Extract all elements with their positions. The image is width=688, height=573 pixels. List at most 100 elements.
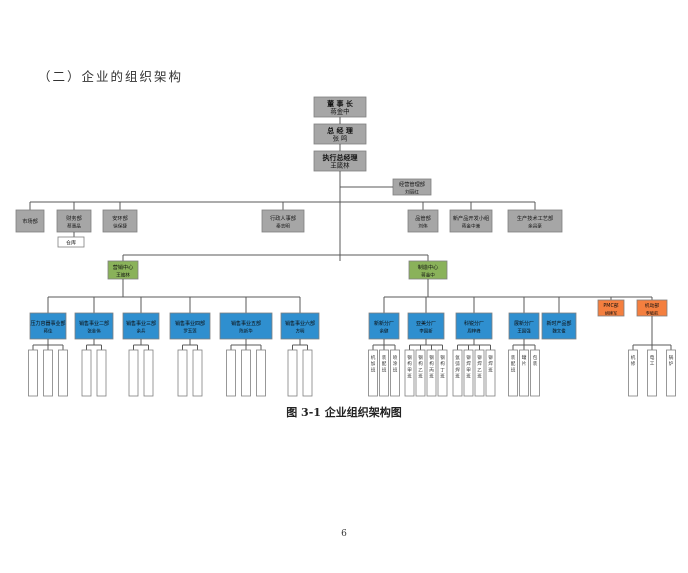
mgmt-dept-node-person: 刘丽红 [405,189,419,196]
team-label-6-1-char: 配 [382,361,387,367]
sales-unit-node-3-person: 罗玉莲 [183,328,197,335]
team-label-9-2-char: 装 [533,360,538,367]
team-label-8-1-char: 焊 [466,360,471,367]
team-label-6-2-char: 喷 [393,354,398,361]
team-box-3-1 [192,349,203,397]
team-box-4-1 [241,349,251,397]
mech-node-title: 机动部 [645,302,660,309]
team-label-6-2-char: 涂 [393,360,398,367]
team-box-9-2 [530,349,540,397]
team-label-9-1-char: 罐 [522,354,527,361]
team-box-8-3 [485,349,496,397]
team-box-7-2 [426,349,437,397]
team-box-3-0 [177,349,188,397]
dept-node-2-title: 安环部 [112,214,128,222]
sales-unit-node-0-box [29,312,67,340]
mfg-center-node-person: 蒋金中 [421,272,435,279]
sales-unit-node-3-box [169,312,211,340]
pmc-node-title: PMC部 [603,302,618,309]
team-box-8-2 [474,349,485,397]
team-label-7-2-char: 钢 [429,354,434,361]
dept-node-6-box [507,209,563,233]
team-box-2-0 [128,349,139,397]
gm-node-title: 总 经 理 [327,126,353,135]
team-box-9-0 [508,349,518,397]
sales-unit-node-5-title: 销售事业六部 [285,320,315,327]
team-label-6-2-char: 班 [393,366,398,373]
team-label-7-0-char: 甲 [407,367,412,373]
team-label-9-0-char: 装 [511,354,516,361]
team-label-8-0-char: 班 [455,373,460,380]
dept-node-5-title: 新产品开发小组 [453,214,489,222]
mfg-unit-node-3-title: 展新分厂 [514,320,534,327]
team-label-7-0-char: 钢 [407,354,412,361]
team-box-9-1 [519,349,529,397]
team-box-8-0 [452,349,463,397]
sales-unit-node-0-person: 蒋佳 [44,328,53,335]
pmc-node-box [597,299,625,317]
team-label-8-2-char: 铆 [477,354,482,361]
team-box-5-1 [302,349,313,397]
team-box-6-0 [368,349,378,397]
team-box-12-1 [647,349,657,397]
team-box-12-2 [666,349,676,397]
mfg-unit-node-1-person: 李国新 [419,328,433,335]
section-heading: （二）企业的组织架构 [38,69,184,84]
page-number: 6 [341,529,347,539]
gm-node: 总 经 理张 鸣 [313,123,367,145]
team-label-6-1-char: 装 [382,354,387,361]
sales-unit-node-2-title: 销售事业三部 [126,320,156,327]
team-label-8-3-char: 班 [488,366,493,373]
team-box-5-0 [287,349,298,397]
sales-unit-node-0-title: 压力容器事业部 [30,320,65,327]
mfg-unit-node-2-title: 科锐分厂 [464,320,484,327]
dept-node-1-person: 蔡惠晶 [67,223,81,230]
sales-unit-node-4-title: 销售事业五部 [231,320,261,327]
team-box-7-0 [404,349,415,397]
figure-caption: 图 3-1 企业组织架构图 [286,406,402,419]
team-box-4-0 [226,349,236,397]
dept-node-3-box [261,209,305,233]
dept-node-6-person: 余昌豪 [528,223,542,230]
mfg-unit-node-4-box [541,312,577,340]
sales-unit-node-5-box [280,312,320,340]
team-label-8-2-char: 班 [477,373,482,380]
team-label-12-2-char: 炉 [669,360,674,367]
mgmt-dept-node-title: 经营管理部 [399,180,425,188]
team-box-1-1 [96,349,107,397]
team-label-12-0-char: 修 [631,360,636,367]
team-label-7-3-char: 钢 [440,354,445,361]
team-label-8-0-char: 弧 [455,360,460,367]
chairman-node-person: 蒋金中 [330,107,349,116]
team-label-8-1-char: 甲 [466,367,471,373]
team-box-8-1 [463,349,474,397]
dept-node-2-box [102,209,138,233]
team-label-8-3-char: 铆 [488,354,493,361]
dept-node-3-title: 行政人事部 [270,214,296,222]
warehouse-label: 仓库 [66,240,76,247]
mfg-unit-node-1-box [407,312,445,340]
sales-center-node-person: 王箴林 [116,272,130,279]
chairman-node-title: 董 事 长 [327,99,354,108]
mfg-unit-node-2-box [455,312,493,340]
team-label-12-2-char: 锅 [669,354,674,361]
team-label-8-0-char: 氩 [455,354,460,361]
team-label-7-3-char: 班 [440,373,445,380]
dept-node-0-box [15,209,45,233]
team-label-8-2-char: 乙 [477,366,482,373]
team-box-2-1 [143,349,154,397]
mfg-unit-node-3-box [508,312,540,340]
dept-node-2-person: 徐保捷 [113,223,127,230]
team-label-8-2-char: 焊 [477,360,482,367]
dept-node-4-person: 刘伟 [418,223,428,230]
